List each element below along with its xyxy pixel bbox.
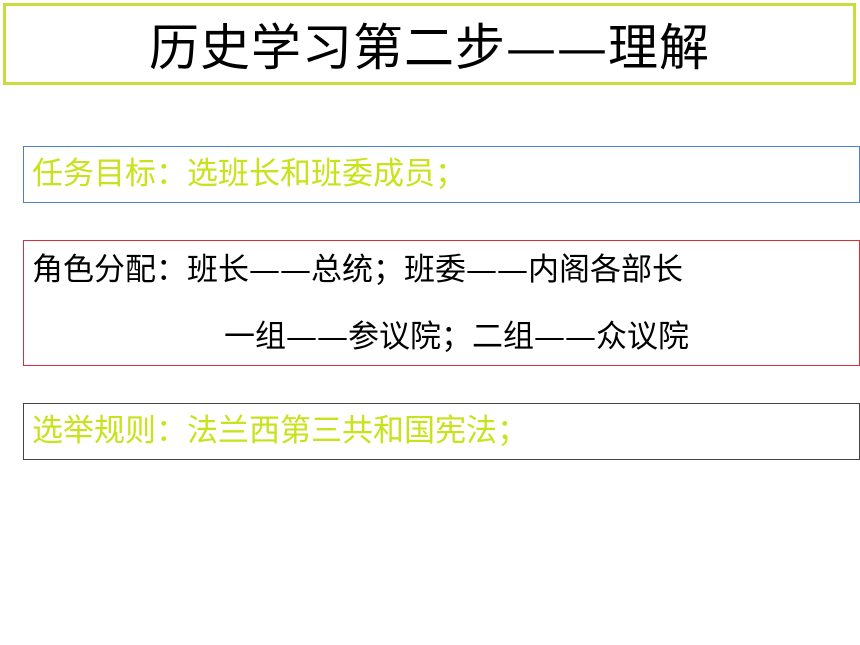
roles-box: 角色分配：班长——总统；班委——内阁各部长 一组——参议院；二组——众议院 <box>23 240 860 366</box>
slide-title: 历史学习第二步——理解 <box>149 19 710 77</box>
title-box: 历史学习第二步——理解 <box>3 3 856 85</box>
goal-text: 任务目标：选班长和班委成员； <box>32 156 466 192</box>
roles-text-line-1: 角色分配：班长——总统；班委——内阁各部长 <box>32 252 683 288</box>
goal-box: 任务目标：选班长和班委成员； <box>23 146 860 203</box>
roles-text-line-2: 一组——参议院；二组——众议院 <box>224 319 689 355</box>
rules-box: 选举规则：法兰西第三共和国宪法； <box>23 403 860 460</box>
rules-text: 选举规则：法兰西第三共和国宪法； <box>32 413 528 449</box>
